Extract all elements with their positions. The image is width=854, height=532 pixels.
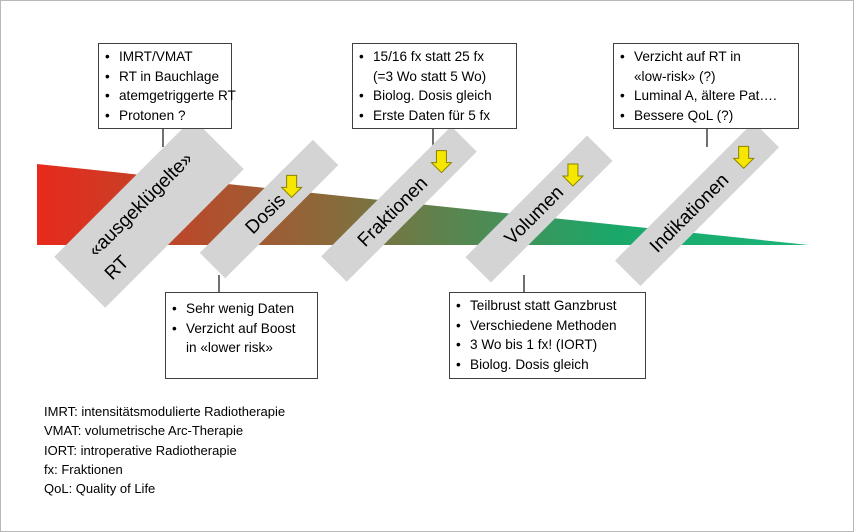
box-fraktionen-item: Erste Daten für 5 fx xyxy=(353,106,516,126)
banner-volumen: Volumen xyxy=(465,135,613,283)
down-arrow-icon xyxy=(280,174,303,199)
box-volumen-item: Verschiedene Methoden xyxy=(450,316,645,336)
legend-line: VMAT: volumetrische Arc-Therapie xyxy=(44,423,244,439)
box-volumen-item: Teilbrust statt Ganzbrust xyxy=(450,296,645,316)
box-rt-item: IMRT/VMAT xyxy=(99,47,231,67)
box-dosis-item: in «lower risk» xyxy=(186,340,273,355)
legend-line: IORT: introperative Radiotherapie xyxy=(44,442,237,458)
box-indikationen-item: Bessere QoL (?) xyxy=(614,106,798,126)
down-arrow-icon xyxy=(430,150,453,174)
box-dosis: Sehr wenig Daten Verzicht auf Boost in «… xyxy=(165,292,318,379)
banner-indikationen: Indikationen xyxy=(614,121,780,287)
box-volumen: Teilbrust statt Ganzbrust Verschiedene M… xyxy=(449,292,646,379)
box-fraktionen-item: (=3 Wo statt 5 Wo) xyxy=(373,68,487,84)
box-indikationen-item: Verzicht auf RT in xyxy=(614,47,798,67)
box-rt-item: atemgetriggerte RT xyxy=(99,86,236,106)
box-fraktionen-item: Biolog. Dosis gleich xyxy=(353,86,516,106)
legend-line: IMRT: intensitätsmodulierte Radiotherapi… xyxy=(44,404,286,419)
box-rt-item: Protonen ? xyxy=(99,106,231,126)
box-indikationen-item: «low-risk» (?) xyxy=(634,68,716,84)
box-dosis-item: Verzicht auf Boost xyxy=(166,319,317,339)
legend-line: QoL: Quality of Life xyxy=(44,481,156,497)
box-rt: IMRT/VMAT RT in Bauchlage atemgetriggert… xyxy=(98,43,236,129)
down-arrow-icon xyxy=(732,145,755,170)
box-indikationen-item: Luminal A, ältere Pat…. xyxy=(614,86,798,106)
box-fraktionen: 15/16 fx statt 25 fx (=3 Wo statt 5 Wo) … xyxy=(352,43,517,129)
box-fraktionen-item: 15/16 fx statt 25 fx xyxy=(353,47,516,67)
box-rt-item: RT in Bauchlage xyxy=(99,67,231,87)
legend-line: fx: Fraktionen xyxy=(44,461,123,477)
banner-dosis: Dosis xyxy=(199,139,339,279)
box-volumen-item: Biolog. Dosis gleich xyxy=(450,355,645,375)
connector-lines xyxy=(162,127,708,293)
box-volumen-item: 3 Wo bis 1 fx! (IORT) xyxy=(450,335,645,355)
down-arrow-icon xyxy=(561,163,585,187)
abbreviation-legend: IMRT: intensitätsmodulierte Radiotherapi… xyxy=(44,402,285,498)
box-dosis-item: Sehr wenig Daten xyxy=(166,299,317,319)
box-indikationen: Verzicht auf RT in «low-risk» (?) Lumina… xyxy=(613,43,799,129)
